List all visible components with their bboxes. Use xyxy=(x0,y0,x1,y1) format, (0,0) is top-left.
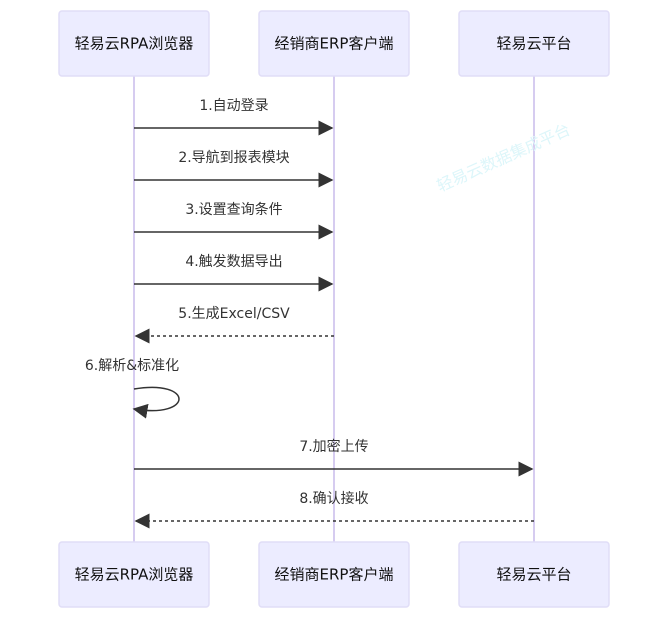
actor-bottom-0: 轻易云RPA浏览器 xyxy=(58,541,210,608)
actor-box xyxy=(58,541,210,608)
actor-box xyxy=(258,10,410,77)
message-label: 4.触发数据导出 xyxy=(185,254,282,270)
actor-bottom-1: 经销商ERP客户端 xyxy=(258,541,410,608)
actor-label: 轻易云RPA浏览器 xyxy=(75,566,194,584)
actor-label: 轻易云RPA浏览器 xyxy=(75,35,194,53)
message-label: 5.生成Excel/CSV xyxy=(178,306,290,322)
message-2: 2.导航到报表模块 xyxy=(134,150,334,188)
message-6: 6.解析&标准化 xyxy=(85,358,180,419)
watermark: 轻易云数据集成平台 xyxy=(434,120,573,196)
actor-label: 经销商ERP客户端 xyxy=(275,566,394,584)
actor-top-0: 轻易云RPA浏览器 xyxy=(58,10,210,77)
message-label: 3.设置查询条件 xyxy=(185,201,282,218)
message-label: 8.确认接收 xyxy=(299,490,368,507)
actor-box xyxy=(58,10,210,77)
message-4: 4.触发数据导出 xyxy=(134,254,334,292)
self-arrow xyxy=(132,386,180,419)
message-7: 7.加密上传 xyxy=(134,438,534,477)
actor-label: 轻易云平台 xyxy=(496,566,571,584)
actor-box xyxy=(458,541,610,608)
actor-top-1: 经销商ERP客户端 xyxy=(258,10,410,77)
actor-box xyxy=(458,10,610,77)
actor-top-2: 轻易云平台 xyxy=(458,10,610,77)
message-label: 2.导航到报表模块 xyxy=(178,150,289,166)
message-label: 1.自动登录 xyxy=(199,98,268,114)
actor-box xyxy=(258,541,410,608)
actor-bottom-2: 轻易云平台 xyxy=(458,541,610,608)
message-3: 3.设置查询条件 xyxy=(134,201,334,240)
message-8: 8.确认接收 xyxy=(134,490,534,529)
actor-label: 轻易云平台 xyxy=(496,35,571,53)
message-label: 6.解析&标准化 xyxy=(85,358,179,374)
message-1: 1.自动登录 xyxy=(134,98,334,136)
actor-label: 经销商ERP客户端 xyxy=(275,35,394,53)
message-5: 5.生成Excel/CSV xyxy=(134,306,334,344)
message-label: 7.加密上传 xyxy=(299,438,368,455)
